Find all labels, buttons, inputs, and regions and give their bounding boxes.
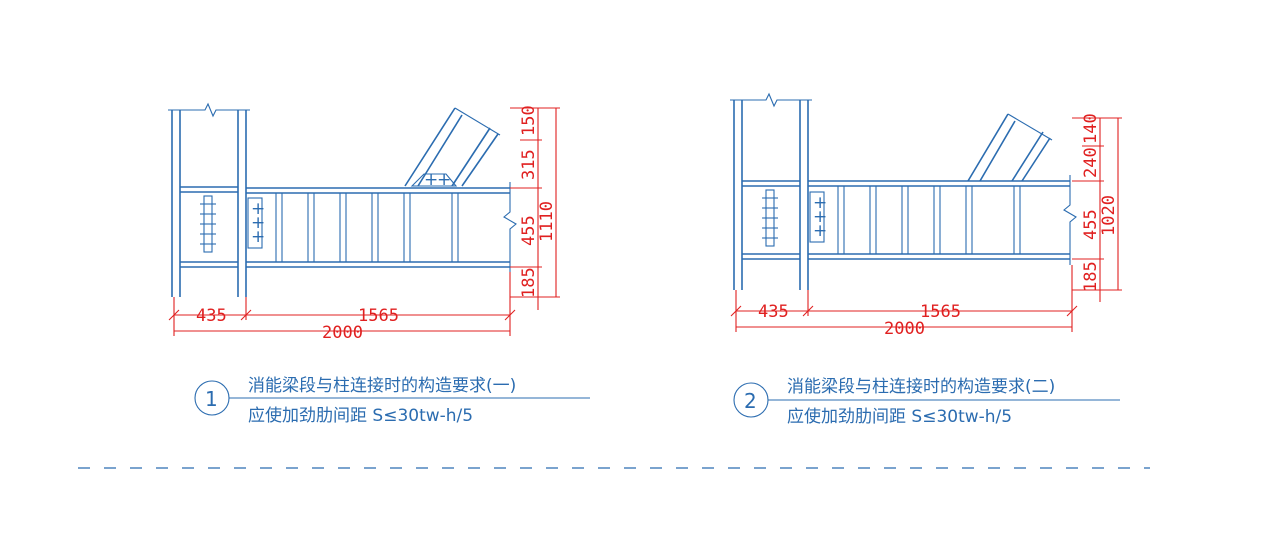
dim-h-left-1: 435 [196,306,227,326]
svg-text:+: + [813,207,827,227]
caption-2-line2: 应使加劲肋间距 S≤30tw-h/5 [787,406,1012,427]
dim-v-b-2: 240 [1081,147,1101,178]
dimensions-1: 435 1565 2000 150 315 455 185 1110 [168,105,560,343]
svg-text:+: + [424,170,438,190]
svg-text:+: + [813,221,827,241]
caption-2-line1: 消能梁段与柱连接时的构造要求(二) [787,377,1055,397]
svg-text:+: + [437,170,451,190]
svg-text:+: + [251,213,265,233]
dim-v-c-1: 455 [519,215,539,246]
brace-1: + + [404,107,501,190]
dim-h-total-2: 2000 [884,319,925,339]
beam-2: + + + [808,175,1077,265]
brace-2 [967,113,1053,182]
svg-text:+: + [251,199,265,219]
dim-v-d-1: 185 [519,267,539,298]
dim-v-d-2: 185 [1081,261,1101,292]
detail-number-2: 2 [744,389,757,413]
dimensions-2: 435 1565 2000 140 240 455 185 1020 [730,113,1122,339]
column-2 [730,92,812,290]
detail-1: + + + + [168,102,590,426]
dim-h-total-1: 2000 [322,323,363,343]
dim-v-b-1: 315 [519,149,539,180]
dim-v-c-2: 455 [1081,209,1101,240]
beam-1: + + + [246,182,517,272]
dim-h-left-2: 435 [758,302,789,322]
caption-1-line2: 应使加劲肋间距 S≤30tw-h/5 [248,405,473,426]
caption-1: 1 消能梁段与柱连接时的构造要求(一) 应使加劲肋间距 S≤30tw-h/5 [194,376,590,426]
column-1 [168,102,250,297]
svg-text:+: + [813,193,827,213]
dim-h-right-2: 1565 [920,302,961,322]
dim-v-a-1: 150 [519,105,539,136]
dim-h-right-1: 1565 [358,306,399,326]
dim-v-total-2: 1020 [1099,195,1119,236]
caption-1-line1: 消能梁段与柱连接时的构造要求(一) [248,376,516,396]
svg-text:+: + [251,227,265,247]
dim-v-a-2: 140 [1081,113,1101,144]
caption-2: 2 消能梁段与柱连接时的构造要求(二) 应使加劲肋间距 S≤30tw-h/5 [733,377,1120,427]
detail-number-1: 1 [205,387,218,411]
dim-v-total-1: 1110 [537,201,557,242]
detail-2: + + + [730,92,1122,427]
